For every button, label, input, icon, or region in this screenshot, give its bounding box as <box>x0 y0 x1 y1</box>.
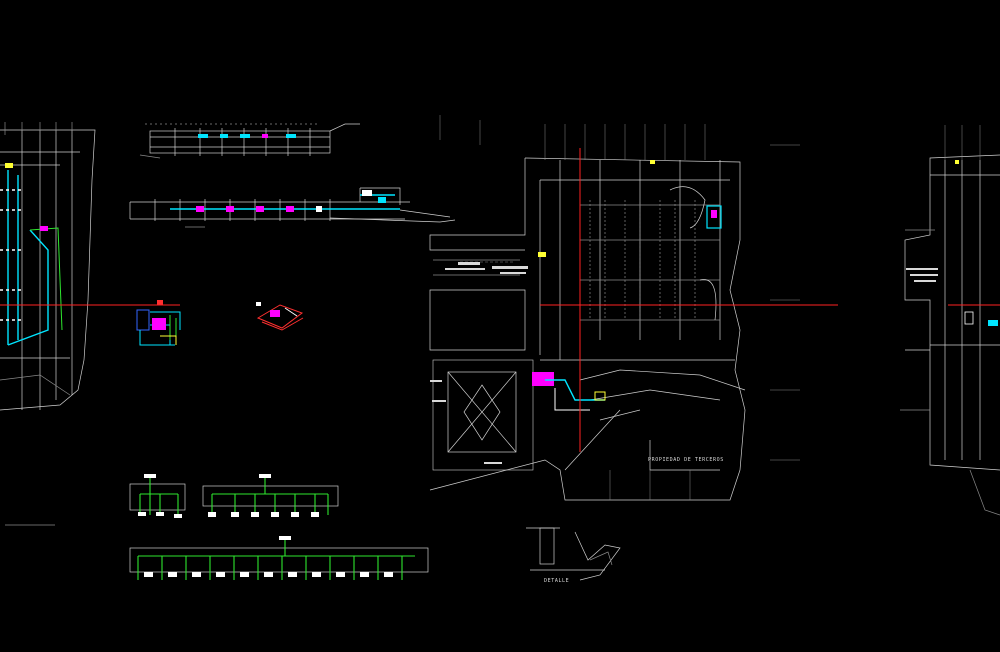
main-plan-hvac <box>532 160 722 411</box>
main-plan-gridlines <box>439 115 800 500</box>
detail-caption: DETALLE <box>544 578 569 584</box>
main-plan-text-block <box>430 262 528 464</box>
left-plan-grid-ticks <box>4 122 73 135</box>
left-plan-ductwork <box>0 163 63 346</box>
small-section-detail <box>526 527 621 581</box>
lower-section-ductwork <box>170 190 400 212</box>
crosshair-reference-lines <box>0 148 1000 452</box>
main-plan-square-feature <box>447 371 517 453</box>
main-floor-plan <box>429 157 746 501</box>
right-floor-plan <box>900 125 1000 516</box>
lower-section-elevation <box>129 187 456 228</box>
isometric-detail-a <box>136 300 181 346</box>
neighbor-property-label: PROPIEDAD DE TERCEROS <box>648 457 724 463</box>
riser-diagram-medium <box>202 474 339 517</box>
isometric-detail-b <box>256 302 304 331</box>
upper-section-equipment <box>198 134 296 138</box>
riser-diagram-small <box>129 474 186 518</box>
main-plan-left-annex <box>432 259 534 471</box>
riser-diagram-large <box>129 536 429 580</box>
right-plan-text-block <box>906 268 938 282</box>
right-plan-hvac <box>955 160 998 326</box>
